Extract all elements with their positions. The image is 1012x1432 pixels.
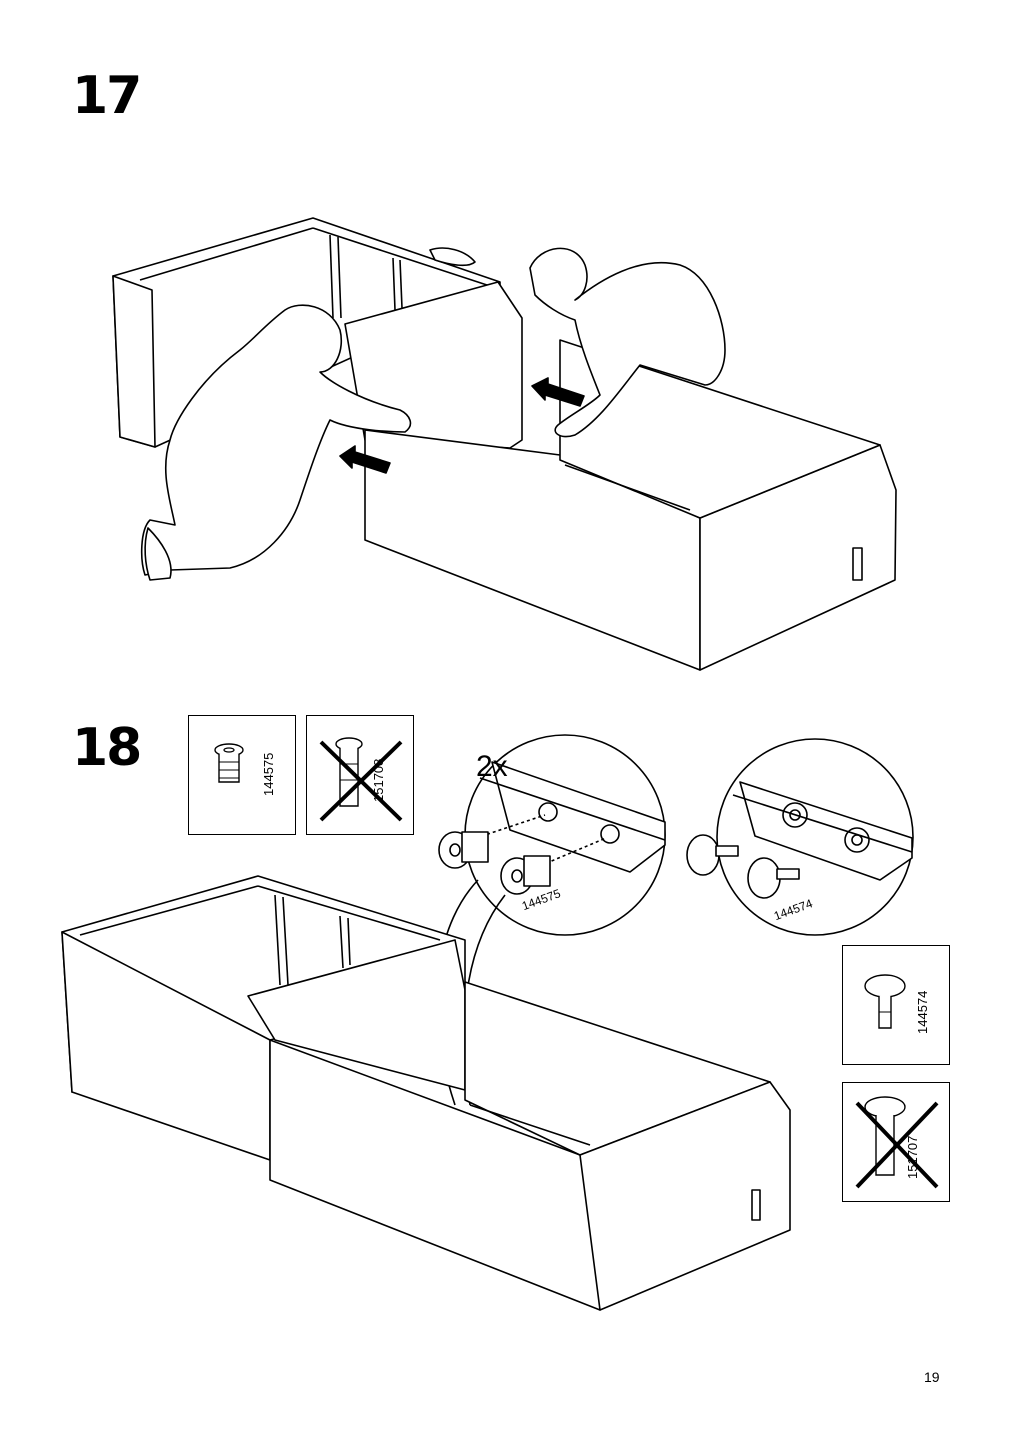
step-18-number: 18 xyxy=(72,718,142,778)
step-17-illustration xyxy=(112,217,897,671)
part-box-dowel-insert: 144575 xyxy=(188,715,296,835)
quantity-label: 2x xyxy=(476,750,508,783)
part-box-cam-pin-wrong: 151707 xyxy=(842,1082,950,1202)
dowel-insert-icon xyxy=(214,743,244,783)
crossed-out-cam-pin-icon xyxy=(855,1096,939,1189)
crossed-out-dowel-icon xyxy=(319,737,403,822)
part-box-cam-pin: 144574 xyxy=(842,945,950,1065)
page-number: 19 xyxy=(924,1369,940,1385)
cam-pin-icon xyxy=(864,974,906,1029)
part-box-dowel-wrong: 151708 xyxy=(306,715,414,835)
step-17-number: 17 xyxy=(72,66,142,126)
